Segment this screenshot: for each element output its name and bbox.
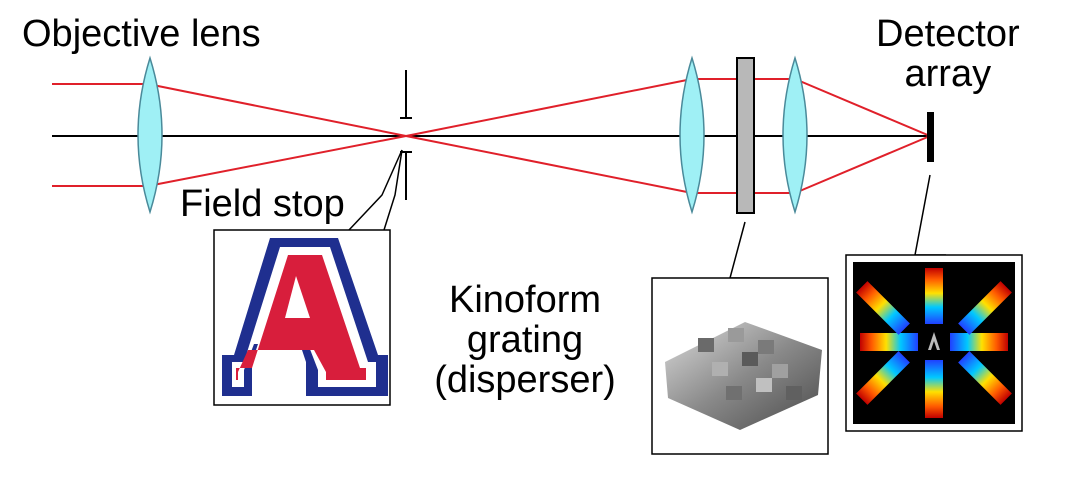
converging-ray-top [147, 83, 407, 137]
diverging-ray-bottom [405, 135, 693, 194]
field-stop-callout-2 [383, 149, 403, 231]
grating-plate [736, 57, 755, 214]
objective-lens-label: Objective lens [22, 13, 261, 55]
field-stop-inset [213, 229, 391, 406]
focusing-ray-top [794, 78, 931, 137]
grating-surface-icon [665, 322, 822, 430]
kinoform-inset [651, 277, 829, 455]
objective-lens [137, 55, 163, 215]
grating-callout [729, 221, 760, 279]
kinoform-grating-label: Kinoform grating (disperser) [415, 280, 635, 400]
field-stop-callout [348, 149, 403, 231]
detector-array-label: Detector array [876, 14, 1020, 94]
collimator-lens [679, 55, 705, 215]
detector-label-line2: array [904, 53, 992, 95]
spectral-pattern-icon [856, 268, 1012, 418]
kinoform-label-line1: Kinoform [448, 279, 602, 321]
diverging-ray-top [405, 78, 693, 137]
kinoform-label-line2: grating [466, 319, 584, 361]
converging-ray-bottom [147, 135, 407, 187]
kinoform-label-line3: (disperser) [434, 359, 616, 401]
focusing-ray-bottom [794, 135, 931, 194]
detector-label-line1: Detector [876, 13, 1020, 55]
detector-inset [845, 254, 1023, 432]
logo-a-icon [222, 238, 388, 396]
field-stop-label: Field stop [180, 183, 345, 225]
detector-callout [914, 174, 946, 256]
camera-lens [782, 55, 808, 215]
detector-array [927, 112, 934, 162]
